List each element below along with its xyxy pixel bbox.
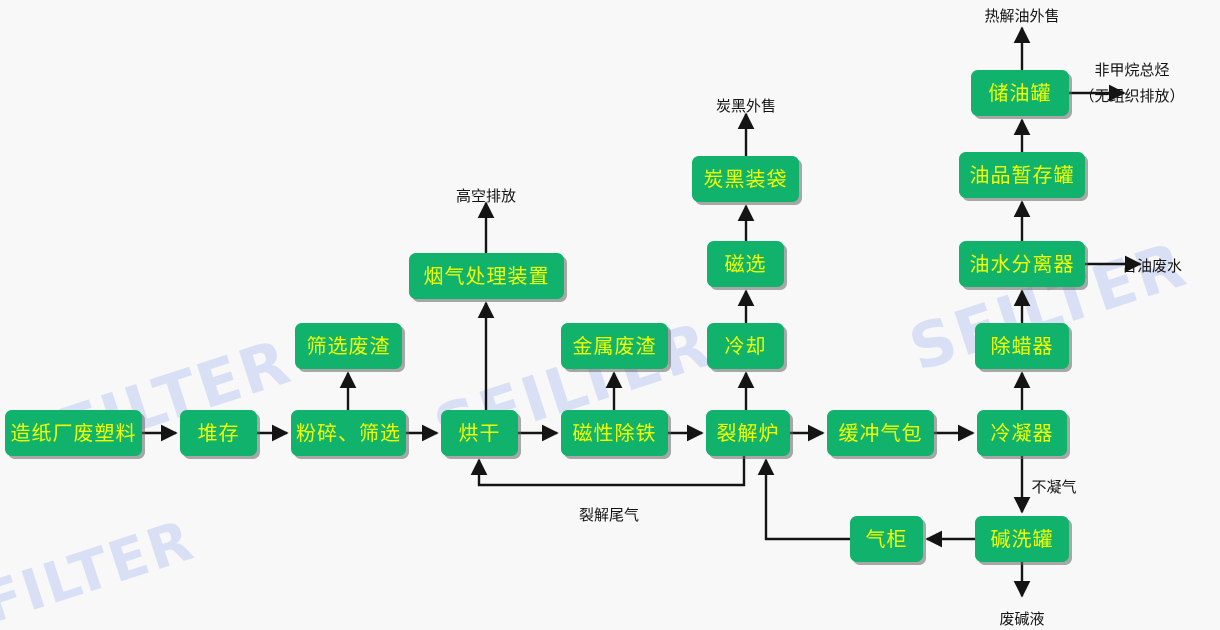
process-node-demag[interactable]: 磁性除铁	[561, 410, 668, 456]
flow-label-carbon-black-sale: 炭黑外售	[715, 97, 777, 115]
process-node-screen_waste[interactable]: 筛选废渣	[295, 323, 402, 369]
flow-label-pyrolysis-tail-gas: 裂解尾气	[578, 506, 640, 524]
flow-label-nmhc-fugitive-emission: 非甲烷总烃 （无组织排放）	[1079, 57, 1184, 109]
process-node-temptank[interactable]: 油品暂存罐	[959, 152, 1085, 198]
flow-label-high-altitude-emission: 高空排放	[455, 187, 517, 205]
flow-label-oily-wastewater: 含油废水	[1121, 257, 1183, 275]
process-node-buffer[interactable]: 缓冲气包	[827, 410, 934, 456]
edge-gasholder-to-pyrolysis	[757, 458, 850, 541]
flow-label-waste-alkali: 废碱液	[999, 610, 1045, 628]
watermark-text: FILTER	[0, 508, 202, 630]
process-node-oilsep[interactable]: 油水分离器	[959, 241, 1085, 287]
process-node-storage[interactable]: 堆存	[180, 410, 257, 456]
process-node-flue_gas[interactable]: 烟气处理装置	[409, 253, 564, 299]
process-node-magsep[interactable]: 磁选	[707, 241, 784, 287]
process-node-metal_waste[interactable]: 金属废渣	[561, 323, 668, 369]
flow-label-line: 非甲烷总烃	[1094, 61, 1170, 79]
edge-tailgas-to-dry	[470, 456, 746, 487]
process-node-dewax[interactable]: 除蜡器	[975, 323, 1069, 369]
process-node-raw[interactable]: 造纸厂废塑料	[5, 410, 142, 456]
process-node-dry[interactable]: 烘干	[441, 410, 518, 456]
flow-label-pyrolysis-oil-sale: 热解油外售	[984, 7, 1060, 25]
process-node-oiltank[interactable]: 储油罐	[971, 70, 1069, 116]
process-node-caustic[interactable]: 碱洗罐	[975, 516, 1069, 562]
process-node-crush[interactable]: 粉碎、筛选	[291, 410, 406, 456]
flow-label-non-condensable-gas: 不凝气	[1031, 478, 1077, 496]
process-node-gasholder[interactable]: 气柜	[850, 516, 923, 562]
process-node-condenser[interactable]: 冷凝器	[977, 410, 1067, 456]
flow-label-line: （无组织排放）	[1079, 87, 1185, 105]
process-node-bagging[interactable]: 炭黑装袋	[692, 156, 799, 202]
process-node-cooling[interactable]: 冷却	[707, 323, 784, 369]
process-node-pyrolysis[interactable]: 裂解炉	[706, 410, 790, 456]
